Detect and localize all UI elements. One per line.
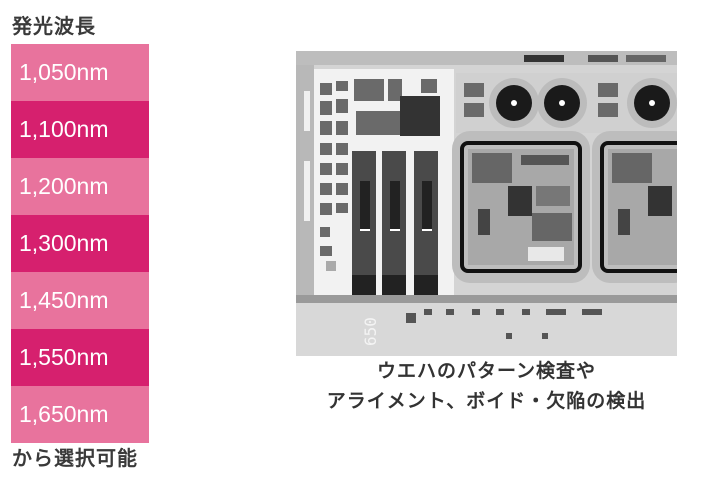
selectable-note: から選択可能: [12, 446, 138, 470]
wavelength-item: 1,550nm: [11, 329, 149, 386]
wavelength-item: 1,450nm: [11, 272, 149, 329]
caption-line-1: ウエハのパターン検査や: [376, 360, 597, 382]
wavelength-item: 1,050nm: [11, 44, 149, 101]
wavelength-heading: 発光波長: [12, 14, 96, 38]
wavelength-item: 1,200nm: [11, 158, 149, 215]
wavelength-item: 1,650nm: [11, 386, 149, 443]
wavelength-item: 1,300nm: [11, 215, 149, 272]
wavelength-item: 1,100nm: [11, 101, 149, 158]
wavelength-list: 1,050nm 1,100nm 1,200nm 1,300nm 1,450nm …: [11, 44, 149, 443]
wafer-pattern-graphic: 650: [296, 51, 677, 356]
image-caption: ウエハのパターン検査や アライメント、ボイド・欠陥の検出: [296, 356, 677, 416]
wafer-micrograph-image: 650: [296, 51, 677, 356]
svg-text:650: 650: [361, 317, 380, 346]
caption-line-2: アライメント、ボイド・欠陥の検出: [326, 390, 647, 412]
